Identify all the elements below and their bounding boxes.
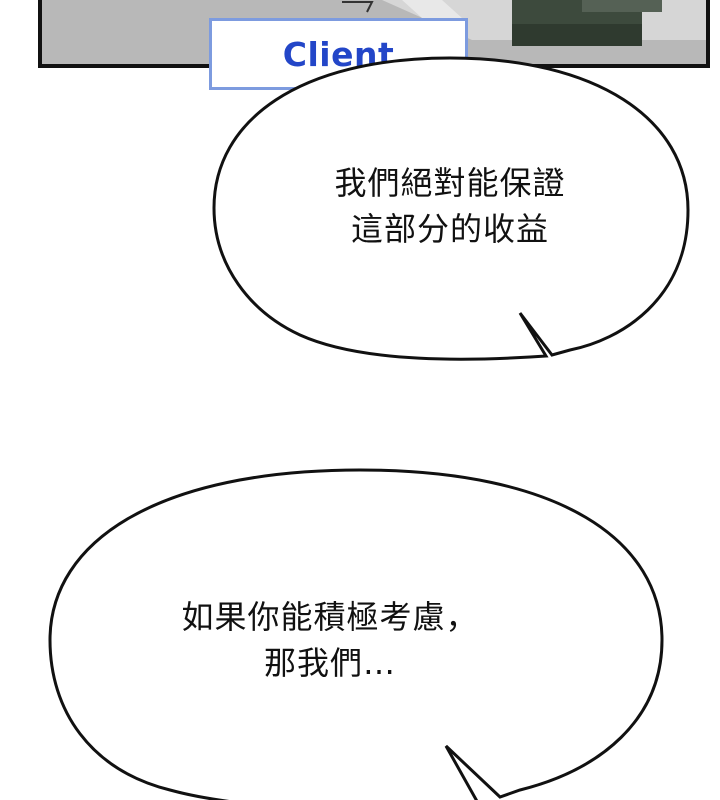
bubble-2-line-2: 那我們… — [263, 644, 396, 682]
speech-bubble-2-text: 如果你能積極考慮， 那我們… — [120, 594, 540, 686]
bubble-2-line-1: 如果你能積極考慮， — [181, 598, 479, 636]
speech-bubble-1 — [212, 56, 690, 361]
bubble-1-line-2: 這部分的收益 — [350, 210, 549, 248]
speech-bubble-2 — [48, 468, 664, 800]
bubble-1-line-1: 我們絕對能保證 — [334, 164, 566, 202]
speech-bubble-1-text: 我們絕對能保證 這部分的收益 — [270, 160, 630, 252]
